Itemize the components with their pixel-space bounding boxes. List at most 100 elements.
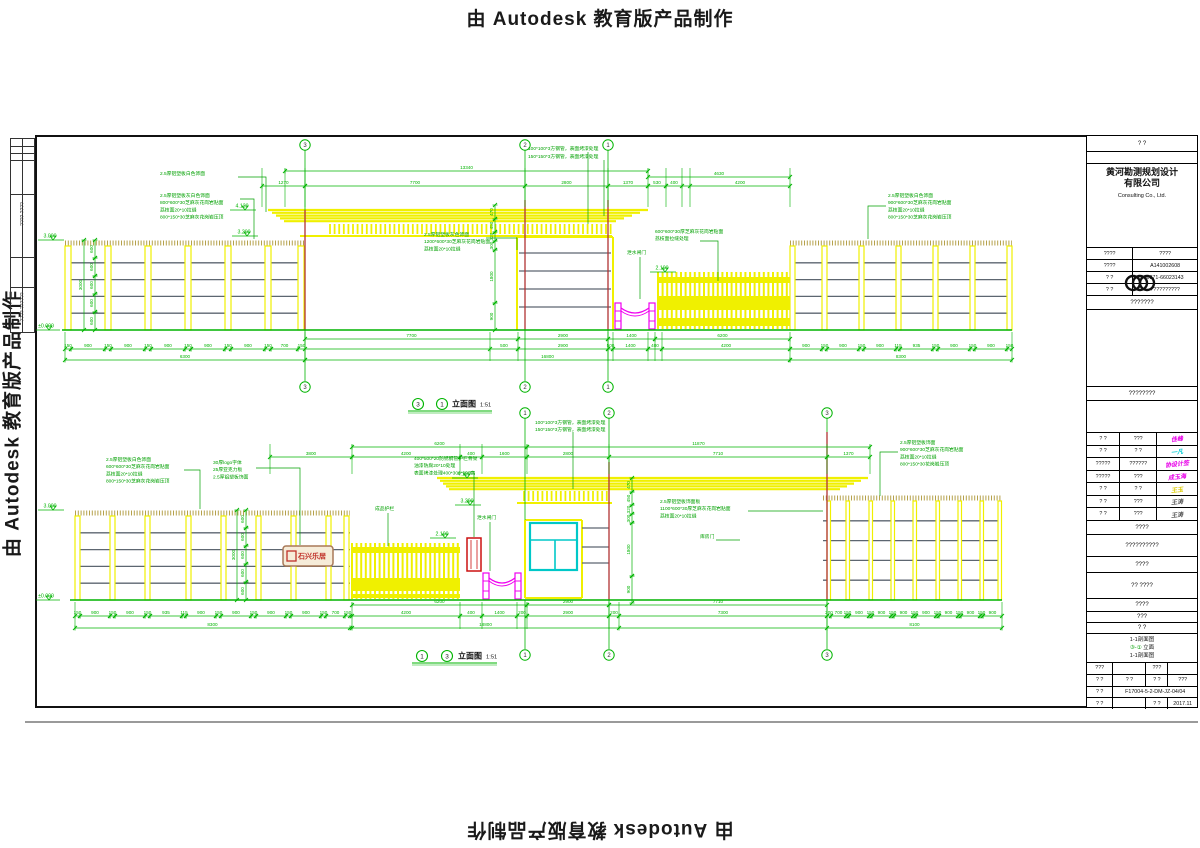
cad-line xyxy=(142,613,148,619)
cad-text: 3800 xyxy=(306,451,317,456)
cad-rect xyxy=(297,245,305,331)
cad-line xyxy=(522,183,528,189)
cad-text: 2900 xyxy=(563,599,574,604)
cad-line xyxy=(222,346,228,352)
cad-rect xyxy=(868,500,874,601)
cad-line xyxy=(867,444,873,450)
info-value: ?????????? xyxy=(1150,286,1180,293)
cad-text: 3 xyxy=(303,143,307,149)
note-leader xyxy=(240,198,255,239)
view-label-bubble xyxy=(411,397,425,411)
cad-text: 6200 xyxy=(717,333,728,338)
cad-text: 150 xyxy=(889,610,897,615)
cad-line xyxy=(349,625,355,631)
title-block-box4: ?? ???? xyxy=(1087,573,1197,599)
cad-line xyxy=(81,327,87,333)
cad-rect xyxy=(789,245,796,331)
cad-line xyxy=(349,454,355,460)
cad-text: 1 xyxy=(440,401,444,408)
cad-text: 150*150*3方钢管，表面烤漆处理 xyxy=(528,153,599,160)
cad-line xyxy=(72,613,78,619)
grid-bubble xyxy=(603,407,615,419)
cad-text: 200 xyxy=(610,610,618,615)
cad-text: 6200 xyxy=(434,599,445,604)
cad-rect xyxy=(912,500,918,601)
content-line-2: ③-① 立面 xyxy=(1130,644,1154,652)
cad-text: 600 xyxy=(240,515,245,523)
cad-line xyxy=(234,507,240,513)
sig-name: ? ? xyxy=(1120,483,1158,495)
cad-line xyxy=(659,346,665,352)
cad-text: 1 xyxy=(523,653,527,659)
cad-line xyxy=(910,613,916,619)
cad-text: 600 xyxy=(240,533,245,541)
company-name-line1: 黄河勘测规划设计 xyxy=(1105,167,1178,177)
cad-line xyxy=(107,613,113,619)
view-label-bubble xyxy=(435,397,449,411)
cad-text: 2 xyxy=(523,385,527,391)
cad-line xyxy=(347,613,353,619)
cad-line xyxy=(930,346,936,352)
cad-line xyxy=(524,454,530,460)
cad-text: 935 xyxy=(162,610,170,615)
cad-line xyxy=(262,346,268,352)
cad-text: 150 xyxy=(969,343,977,348)
cad-line xyxy=(492,216,498,222)
level-symbol xyxy=(661,267,669,273)
cad-text: 150 xyxy=(320,610,328,615)
cad-line xyxy=(243,579,249,585)
cell-c: ? ? xyxy=(1146,698,1169,709)
cell-b: ? ? xyxy=(1113,674,1147,686)
cad-line xyxy=(243,543,249,549)
cad-text: 立面图 xyxy=(458,651,482,661)
title-block-row-e: ???? xyxy=(1087,521,1197,535)
cad-line xyxy=(457,613,463,619)
cad-text: 150 xyxy=(911,610,919,615)
cad-text: 4200 xyxy=(721,343,732,348)
cad-text: 1400 xyxy=(494,610,505,615)
cad-line xyxy=(492,247,498,253)
cad-line xyxy=(645,174,651,180)
cad-text: 4200 xyxy=(401,451,412,456)
cad-line xyxy=(955,613,961,619)
cad-text: 1 xyxy=(606,385,610,391)
gate-rail xyxy=(620,310,650,317)
cad-text: 3 xyxy=(303,385,307,391)
cad-line xyxy=(92,309,98,315)
cad-rect xyxy=(821,245,828,331)
sig-autograph: 一凡 xyxy=(1157,446,1197,458)
grid-bubble xyxy=(603,649,615,661)
cad-text: 400 xyxy=(651,343,659,348)
cad-line xyxy=(629,600,635,606)
title-block-box2 xyxy=(1087,401,1197,433)
cad-text: 150 xyxy=(250,610,258,615)
cad-text: 2800 xyxy=(561,180,572,185)
cad-rect xyxy=(352,547,460,553)
note-leader xyxy=(256,467,301,545)
num-label: ? ? xyxy=(1087,686,1114,698)
company-name: 黄河勘测规划设计 有限公司 xyxy=(1106,167,1178,189)
cad-text: 470 xyxy=(489,208,494,216)
cad-line xyxy=(349,444,355,450)
cad-text: 4200 xyxy=(401,610,412,615)
content-line-1: 1-1剖面图 xyxy=(1129,637,1155,643)
cad-text: 7300 xyxy=(718,610,729,615)
cad-line xyxy=(283,613,289,619)
sheet-edge-line xyxy=(25,721,1198,723)
cad-text: 150 xyxy=(298,343,306,348)
cad-text: 900 xyxy=(124,343,132,348)
cad-line xyxy=(77,613,83,619)
cad-text: 3 xyxy=(445,653,449,660)
grid-bubble xyxy=(519,139,531,151)
cad-line xyxy=(645,346,651,352)
cad-text: 150 xyxy=(215,610,223,615)
cad-text: 800*600*30芝麻灰花岗岩贴面 xyxy=(160,199,224,206)
cad-line xyxy=(787,357,793,363)
cad-rect xyxy=(482,572,490,600)
cad-rect xyxy=(352,578,460,591)
signature-table: ? ????佳峰? ?? ?一凡???????????协设计签????????成… xyxy=(1087,433,1197,520)
cad-rect xyxy=(658,277,790,283)
cad-rect xyxy=(895,245,902,331)
cad-text: 900 xyxy=(126,610,134,615)
